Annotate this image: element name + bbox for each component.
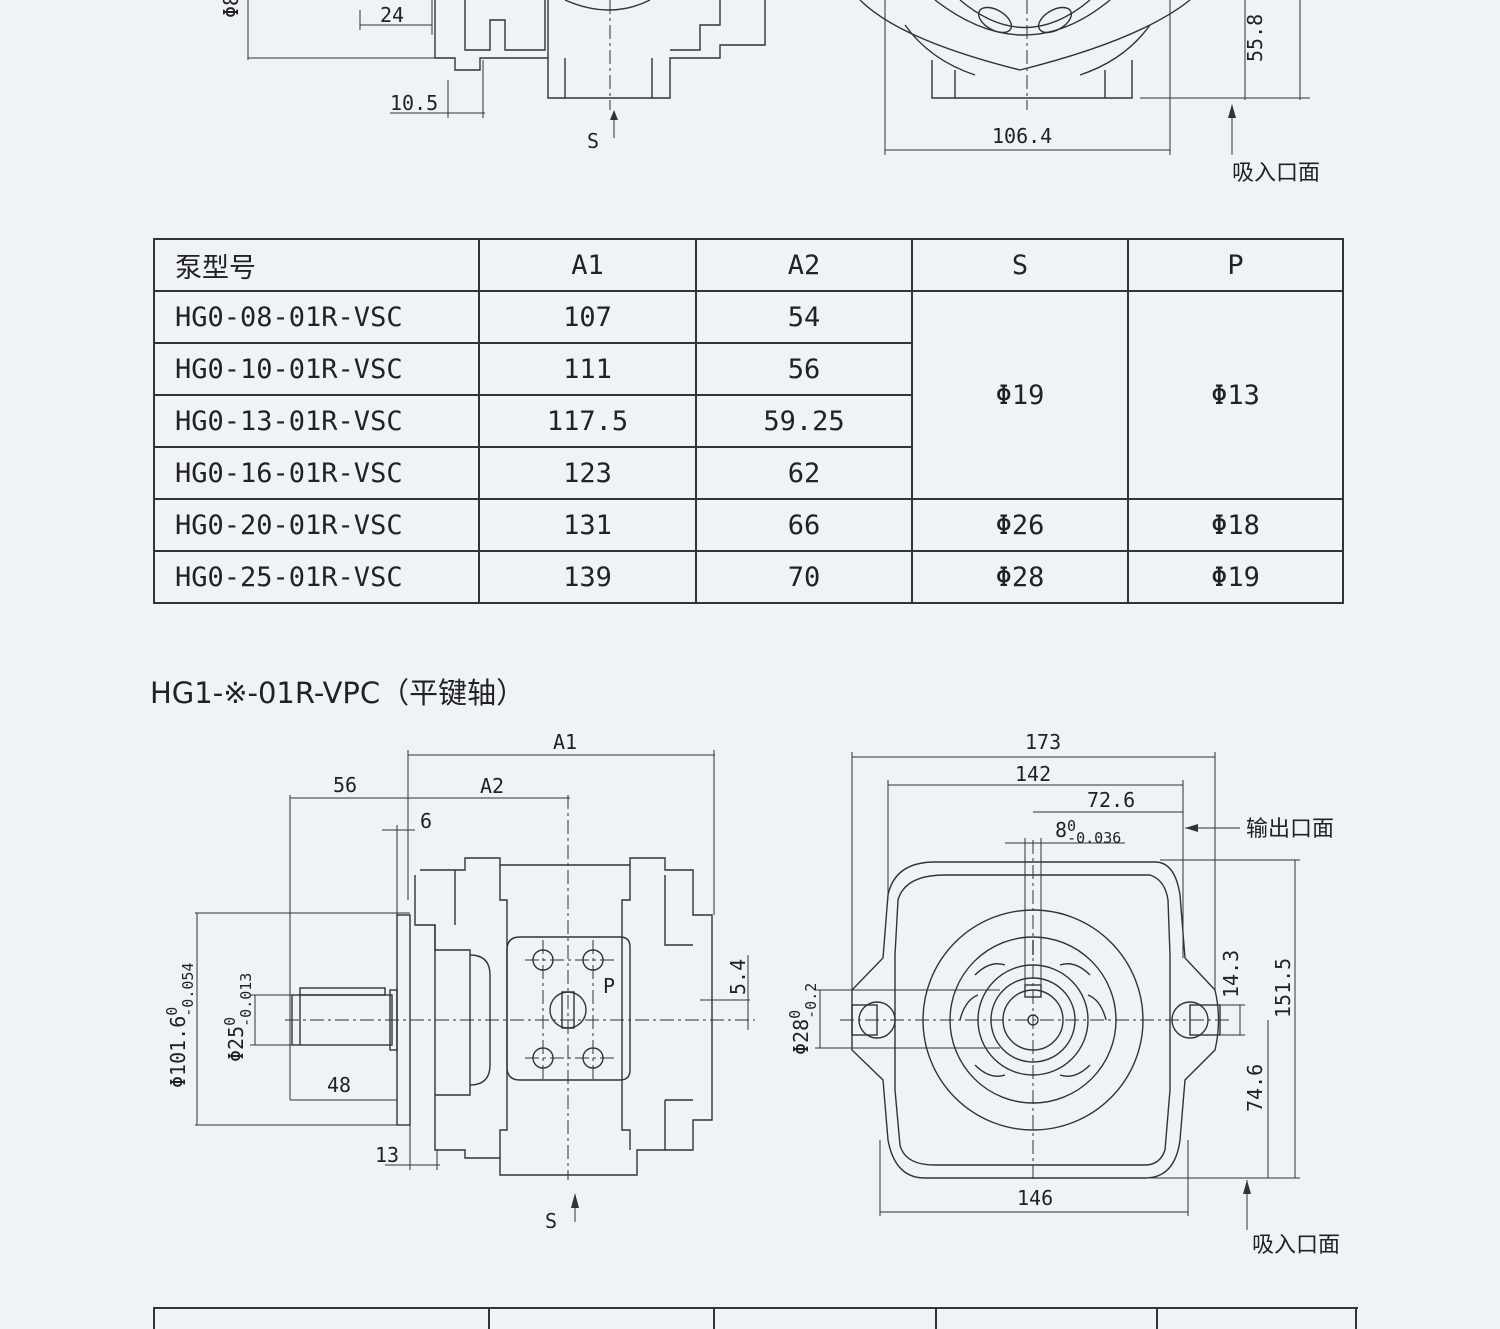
front-view-drawing: 173 142 72.6 80-0.036 输出口面 14.3 151.5 74… [786,730,1340,1258]
top-label-s: S [587,129,599,153]
table-cell-a2: 56 [695,342,913,396]
side-dim-5-4: 5.4 [726,959,750,995]
side-dim-6: 6 [420,809,432,833]
table-cell-s-merged: Φ19 [911,290,1129,500]
table-header-a2: A2 [695,238,913,292]
side-dim-13: 13 [375,1143,399,1167]
table-cell-a1: 123 [478,446,697,500]
side-dim-56: 56 [333,773,357,797]
front-dim-key: 80-0.036 [1055,817,1121,847]
next-table-edge [153,1307,1358,1329]
table-cell-model: HG0-10-01R-VSC [153,342,480,396]
front-dim-72-6: 72.6 [1087,788,1135,812]
front-dim-151-5: 151.5 [1271,958,1295,1018]
top-dim-55-8: 55.8 [1243,14,1267,62]
table-header-p: P [1127,238,1344,292]
table-cell-a1: 107 [478,290,697,344]
side-dim-a1: A1 [553,730,577,754]
table-cell-model: HG0-16-01R-VSC [153,446,480,500]
table-row: HG0-25-01R-VSC 139 70 Φ28 Φ19 [153,550,1344,604]
table-header-s: S [911,238,1129,292]
top-dim-106-4: 106.4 [992,124,1052,148]
front-suction-face-label: 吸入口面 [1252,1233,1340,1258]
top-front-view: 106.4 55.8 吸入口面 [859,0,1320,186]
table-cell-model: HG0-13-01R-VSC [153,394,480,448]
side-view-drawing: A1 A2 56 6 48 13 5.4 P S Φ250-0.013 Φ101… [163,730,755,1233]
side-dim-48: 48 [327,1073,351,1097]
section-title: HG1-※-01R-VPC（平键轴） [150,676,526,710]
table-row: HG0-08-01R-VSC 107 54 Φ19 Φ13 [153,290,1344,500]
front-dim-173: 173 [1025,730,1061,754]
front-dim-74-6: 74.6 [1243,1064,1267,1112]
table-cell-model: HG0-08-01R-VSC [153,290,480,344]
table-row: HG0-20-01R-VSC 131 66 Φ26 Φ18 [153,498,1344,552]
table-cell-s: Φ26 [911,498,1129,552]
front-dim-146: 146 [1017,1186,1053,1210]
table-header-model: 泵型号 [153,238,480,292]
side-shaft-dia: Φ250-0.013 [221,973,255,1062]
table-cell-p: Φ19 [1127,550,1344,604]
table-cell-a1: 117.5 [478,394,697,448]
table-cell-a2: 70 [695,550,913,604]
table-header-a1: A1 [478,238,697,292]
table-row: HG0-13-01R-VSC 117.5 59.25 [153,394,1343,448]
side-pilot-dia: Φ101.60-0.054 [163,963,197,1088]
top-side-view: Φ8 24 10.5 S [219,0,766,153]
table-cell-a1: 111 [478,342,697,396]
table-cell-a2: 59.25 [695,394,913,448]
table-cell-model: HG0-20-01R-VSC [153,498,480,552]
table-cell-a2: 66 [695,498,913,552]
table-cell-model: HG0-25-01R-VSC [153,550,480,604]
side-port-s: S [545,1209,557,1233]
table-cell-s: Φ28 [911,550,1129,604]
top-dim-10-5: 10.5 [390,91,438,115]
front-dim-14-3: 14.3 [1219,950,1243,998]
table-row: HG0-16-01R-VSC 123 62 [153,446,1343,500]
top-dim-phi: Φ8 [219,0,243,18]
top-dim-24: 24 [380,3,404,27]
table-header-row: 泵型号 A1 A2 S P [153,238,1344,292]
top-suction-face-label: 吸入口面 [1232,161,1320,186]
table-cell-a1: 139 [478,550,697,604]
table-cell-a2: 62 [695,446,913,500]
table-cell-a1: 131 [478,498,697,552]
front-shaft-dia: Φ280-0.2 [786,983,820,1055]
table-row: HG0-10-01R-VSC 111 56 [153,342,1343,396]
front-outlet-face-label: 输出口面 [1246,817,1334,842]
table-cell-p: Φ18 [1127,498,1344,552]
side-dim-a2: A2 [480,774,504,798]
side-port-p: P [603,974,615,998]
table-cell-p-merged: Φ13 [1127,290,1344,500]
front-dim-142: 142 [1015,762,1051,786]
table-cell-a2: 54 [695,290,913,344]
top-drawing: Φ8 24 10.5 S 106.4 55.8 吸入口面 [219,0,1320,186]
spec-table: 泵型号 A1 A2 S P HG0-08-01R-VSC 107 54 Φ19 … [153,238,1344,604]
